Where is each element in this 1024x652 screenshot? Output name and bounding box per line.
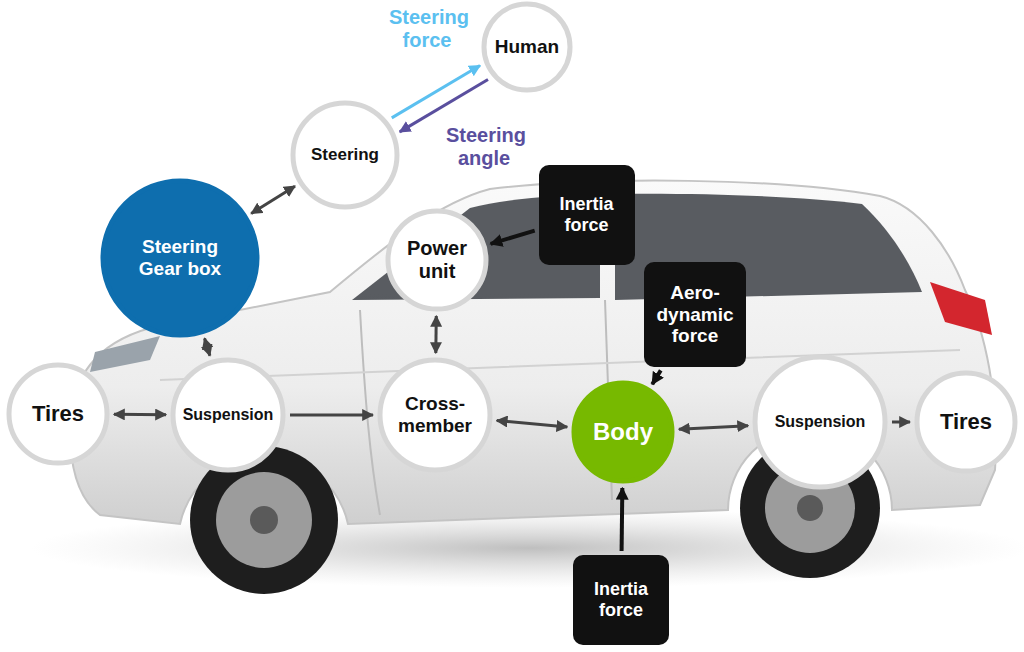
connector-arrow <box>434 316 437 353</box>
node-text-group: Power unit <box>401 237 473 283</box>
component-circle: Cross- member <box>377 357 493 473</box>
edge-label: Steering force <box>387 6 469 51</box>
connector-arrow <box>892 421 910 424</box>
node-label: Tires <box>940 409 992 434</box>
force-box: Inertia force <box>573 555 669 645</box>
node-label: Human <box>495 36 559 58</box>
component-circle: Tires <box>6 362 110 466</box>
door-line <box>360 300 612 515</box>
node-label: Tires <box>32 401 84 426</box>
edge-label: Steering angle <box>444 124 526 169</box>
connector-arrow <box>652 370 660 384</box>
component-circle: Power unit <box>385 208 489 312</box>
node-text-group: Inertia force <box>581 579 661 620</box>
edge-label-box: Steering force <box>376 6 480 52</box>
highlight-circle: Steering Gear box <box>100 178 260 338</box>
node-text-group: Steering <box>311 145 379 165</box>
node-label: Aero- dynamic force <box>652 282 738 348</box>
component-circle: Tires <box>914 370 1018 474</box>
node-text-group: Inertia force <box>547 194 627 235</box>
connector-arrow <box>620 488 625 551</box>
node-text-group: Steering Gear box <box>123 236 238 280</box>
node-label: Inertia force <box>581 579 661 620</box>
connector-arrow <box>205 338 210 355</box>
highlight-circle: Body <box>571 380 675 484</box>
node-label: Steering Gear box <box>123 236 238 280</box>
component-circle: Steering <box>290 100 400 210</box>
connector-arrow <box>290 414 373 417</box>
head-light <box>90 336 160 372</box>
node-label: Suspension <box>183 406 274 424</box>
node-text-group: Suspension <box>183 406 274 424</box>
component-circle: Suspension <box>170 357 286 473</box>
force-box: Inertia force <box>539 165 635 265</box>
node-text-group: Human <box>495 36 559 58</box>
node-label: Power unit <box>401 237 473 283</box>
node-label: Body <box>593 418 653 446</box>
node-label: Steering <box>311 145 379 165</box>
node-text-group: Cross- member <box>395 393 475 437</box>
connector-arrow <box>251 186 295 213</box>
connector-arrow <box>679 426 748 430</box>
actor-circle: Human <box>481 1 573 93</box>
node-text-group: Tires <box>940 409 992 434</box>
tail-light <box>930 282 992 335</box>
node-label: Cross- member <box>395 393 475 437</box>
connector-arrow <box>491 231 535 244</box>
connector-arrow <box>497 421 567 427</box>
node-label: Suspension <box>775 413 866 431</box>
component-circle: Suspension <box>752 354 888 490</box>
node-text-group: Aero- dynamic force <box>652 282 738 348</box>
node-text-group: Body <box>593 418 653 446</box>
node-label: Inertia force <box>547 194 627 235</box>
edge-label-box: Steering angle <box>430 124 540 170</box>
node-text-group: Tires <box>32 401 84 426</box>
node-text-group: Suspension <box>775 413 866 431</box>
force-box: Aero- dynamic force <box>644 262 746 367</box>
connector-arrow <box>114 413 166 416</box>
